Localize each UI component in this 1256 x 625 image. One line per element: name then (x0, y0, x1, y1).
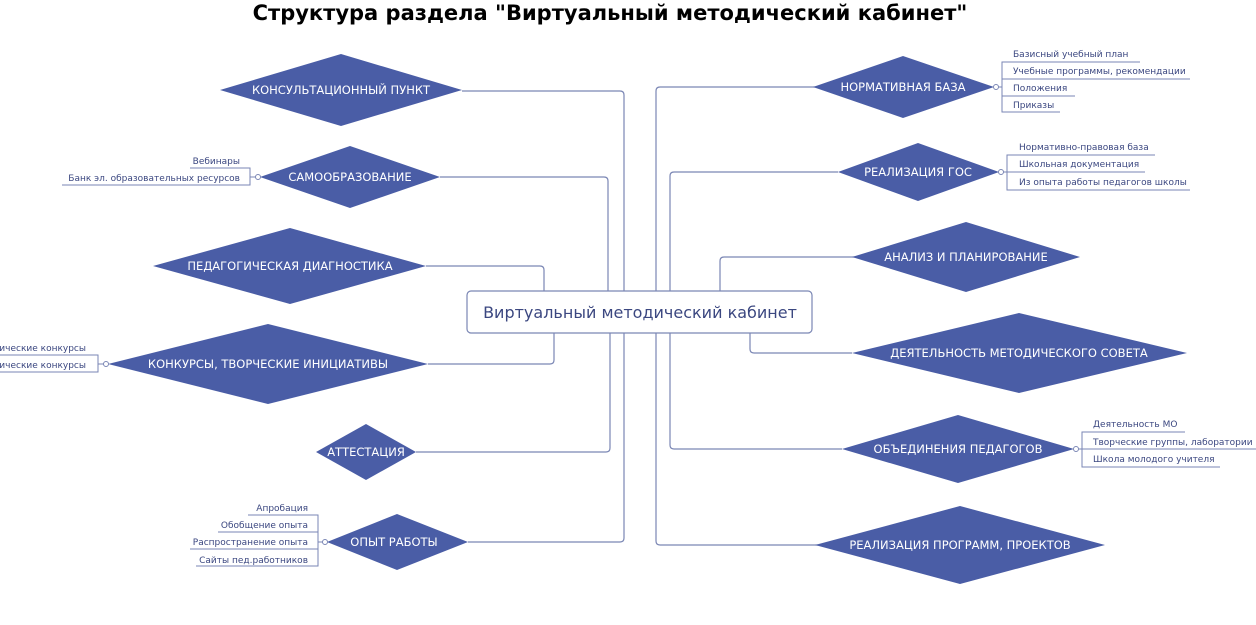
diamond-shape (813, 56, 994, 118)
sub-item[interactable]: Из опыта работы педагогов школы (1019, 178, 1187, 188)
sub-connector (62, 167, 256, 186)
subs-konkursy: ические конкурсы ические конкурсы (0, 344, 109, 373)
branch-dot (322, 539, 328, 545)
subs-samoobrazovanie: Вебинары Банк эл. образовательных ресурс… (62, 157, 261, 186)
sub-connector (998, 61, 1190, 113)
sub-item[interactable]: Положения (1013, 84, 1067, 94)
sub-item[interactable]: ические конкурсы (0, 361, 86, 371)
branch-dot (255, 174, 261, 180)
sub-item[interactable]: Сайты пед.работников (199, 556, 308, 566)
diamond-shape (852, 222, 1080, 292)
subs-realizatsiya-gos: Нормативно-правовая база Школьная докуме… (998, 143, 1190, 191)
sub-connector (0, 354, 104, 373)
connector-left-6 (468, 332, 625, 543)
diamond-shape (815, 506, 1105, 584)
node-label: КОНСУЛЬТАЦИОННЫЙ ПУНКТ (252, 82, 431, 97)
node-label: ОПЫТ РАБОТЫ (350, 535, 437, 549)
sub-item[interactable]: Нормативно-правовая база (1019, 143, 1149, 153)
sub-item[interactable]: Творческие группы, лаборатории (1092, 438, 1253, 448)
node-konkursy[interactable]: КОНКУРСЫ, ТВОРЧЕСКИЕ ИНИЦИАТИВЫ (108, 324, 428, 404)
center-label: Виртуальный методический кабинет (483, 303, 797, 322)
sub-item[interactable]: Учебные программы, рекомендации (1013, 67, 1186, 77)
node-realizatsiya-gos[interactable]: РЕАЛИЗАЦИЯ ГОС (838, 143, 999, 201)
node-label: ДЕЯТЕЛЬНОСТЬ МЕТОДИЧЕСКОГО СОВЕТА (890, 346, 1148, 360)
sub-item[interactable]: Деятельность МО (1093, 420, 1177, 430)
node-pedagogicheskaya-diagnostika[interactable]: ПЕДАГОГИЧЕСКАЯ ДИАГНОСТИКА (153, 228, 426, 304)
sub-item[interactable]: Банк эл. образовательных ресурсов (68, 174, 240, 184)
sub-connector (190, 514, 323, 567)
node-label: АТТЕСТАЦИЯ (327, 445, 405, 459)
sub-item[interactable]: Распространение опыта (193, 538, 308, 548)
branch-dot (998, 169, 1004, 175)
node-normativnaya-baza[interactable]: НОРМАТИВНАЯ БАЗА (813, 56, 994, 118)
node-label: РЕАЛИЗАЦИЯ ГОС (864, 165, 972, 179)
node-obedineniya-pedagogov[interactable]: ОБЪЕДИНЕНИЯ ПЕДАГОГОВ (842, 415, 1074, 483)
sub-item[interactable]: Апробация (256, 504, 308, 514)
sub-connector (1078, 431, 1256, 468)
node-opyt-raboty[interactable]: ОПЫТ РАБОТЫ (327, 514, 468, 570)
sub-item[interactable]: Школа молодого учителя (1093, 455, 1215, 465)
connector-left-3 (426, 265, 545, 293)
diamond-shape (108, 324, 428, 404)
node-label: ПЕДАГОГИЧЕСКАЯ ДИАГНОСТИКА (187, 259, 392, 273)
diamond-shape (842, 415, 1074, 483)
page-title: Структура раздела "Виртуальный методичес… (252, 1, 968, 25)
connector-right-3 (719, 256, 856, 293)
diamond-shape (260, 146, 440, 208)
diamond-shape (220, 54, 462, 126)
node-label: АНАЛИЗ И ПЛАНИРОВАНИЕ (884, 250, 1048, 264)
sub-item[interactable]: ические конкурсы (0, 344, 86, 354)
node-konsultatsionnyy-punkt[interactable]: КОНСУЛЬТАЦИОННЫЙ ПУНКТ (220, 54, 462, 126)
branch-dot (103, 361, 109, 367)
node-label: ОБЪЕДИНЕНИЯ ПЕДАГОГОВ (874, 442, 1043, 456)
node-analiz-i-planirovanie[interactable]: АНАЛИЗ И ПЛАНИРОВАНИЕ (852, 222, 1080, 292)
connector-right-2 (669, 171, 838, 304)
connector-right-1 (655, 86, 817, 304)
diamond-shape (153, 228, 426, 304)
node-label: НОРМАТИВНАЯ БАЗА (840, 80, 965, 94)
branch-dot (1073, 446, 1079, 452)
sub-connector (1003, 154, 1190, 191)
connector-left-1 (462, 90, 625, 304)
sub-item[interactable]: Базисный учебный план (1013, 50, 1129, 60)
node-realizatsiya-programm[interactable]: РЕАЛИЗАЦИЯ ПРОГРАММ, ПРОЕКТОВ (815, 506, 1105, 584)
node-label: КОНКУРСЫ, ТВОРЧЕСКИЕ ИНИЦИАТИВЫ (148, 357, 388, 371)
node-label: РЕАЛИЗАЦИЯ ПРОГРАММ, ПРОЕКТОВ (849, 538, 1070, 552)
connector-right-5 (669, 332, 842, 450)
node-samoobrazovanie[interactable]: САМООБРАЗОВАНИЕ (260, 146, 440, 208)
subs-normativnaya-baza: Базисный учебный план Учебные программы,… (993, 50, 1190, 113)
connector-right-6 (655, 332, 818, 546)
diamond-shape (327, 514, 468, 570)
diamond-shape (316, 424, 416, 480)
connector-right-4 (749, 332, 852, 354)
diamond-shape (852, 313, 1187, 393)
node-deyatelnost-metodicheskogo-soveta[interactable]: ДЕЯТЕЛЬНОСТЬ МЕТОДИЧЕСКОГО СОВЕТА (852, 313, 1187, 393)
center-box (466, 290, 813, 334)
subs-opyt-raboty: Апробация Обобщение опыта Распространени… (190, 504, 328, 567)
sub-item[interactable]: Приказы (1013, 101, 1054, 111)
connector-left-5 (416, 332, 611, 453)
branch-dot (993, 84, 999, 90)
node-label: САМООБРАЗОВАНИЕ (288, 170, 411, 184)
connector-left-4 (428, 332, 555, 365)
sub-item[interactable]: Школьная документация (1019, 160, 1139, 170)
node-attestatsiya[interactable]: АТТЕСТАЦИЯ (316, 424, 416, 480)
sub-item[interactable]: Обобщение опыта (221, 521, 308, 531)
sub-item[interactable]: Вебинары (193, 157, 240, 167)
connector-left-2 (440, 176, 609, 304)
diamond-shape (838, 143, 999, 201)
subs-obedineniya-pedagogov: Деятельность МО Творческие группы, лабор… (1073, 420, 1256, 468)
